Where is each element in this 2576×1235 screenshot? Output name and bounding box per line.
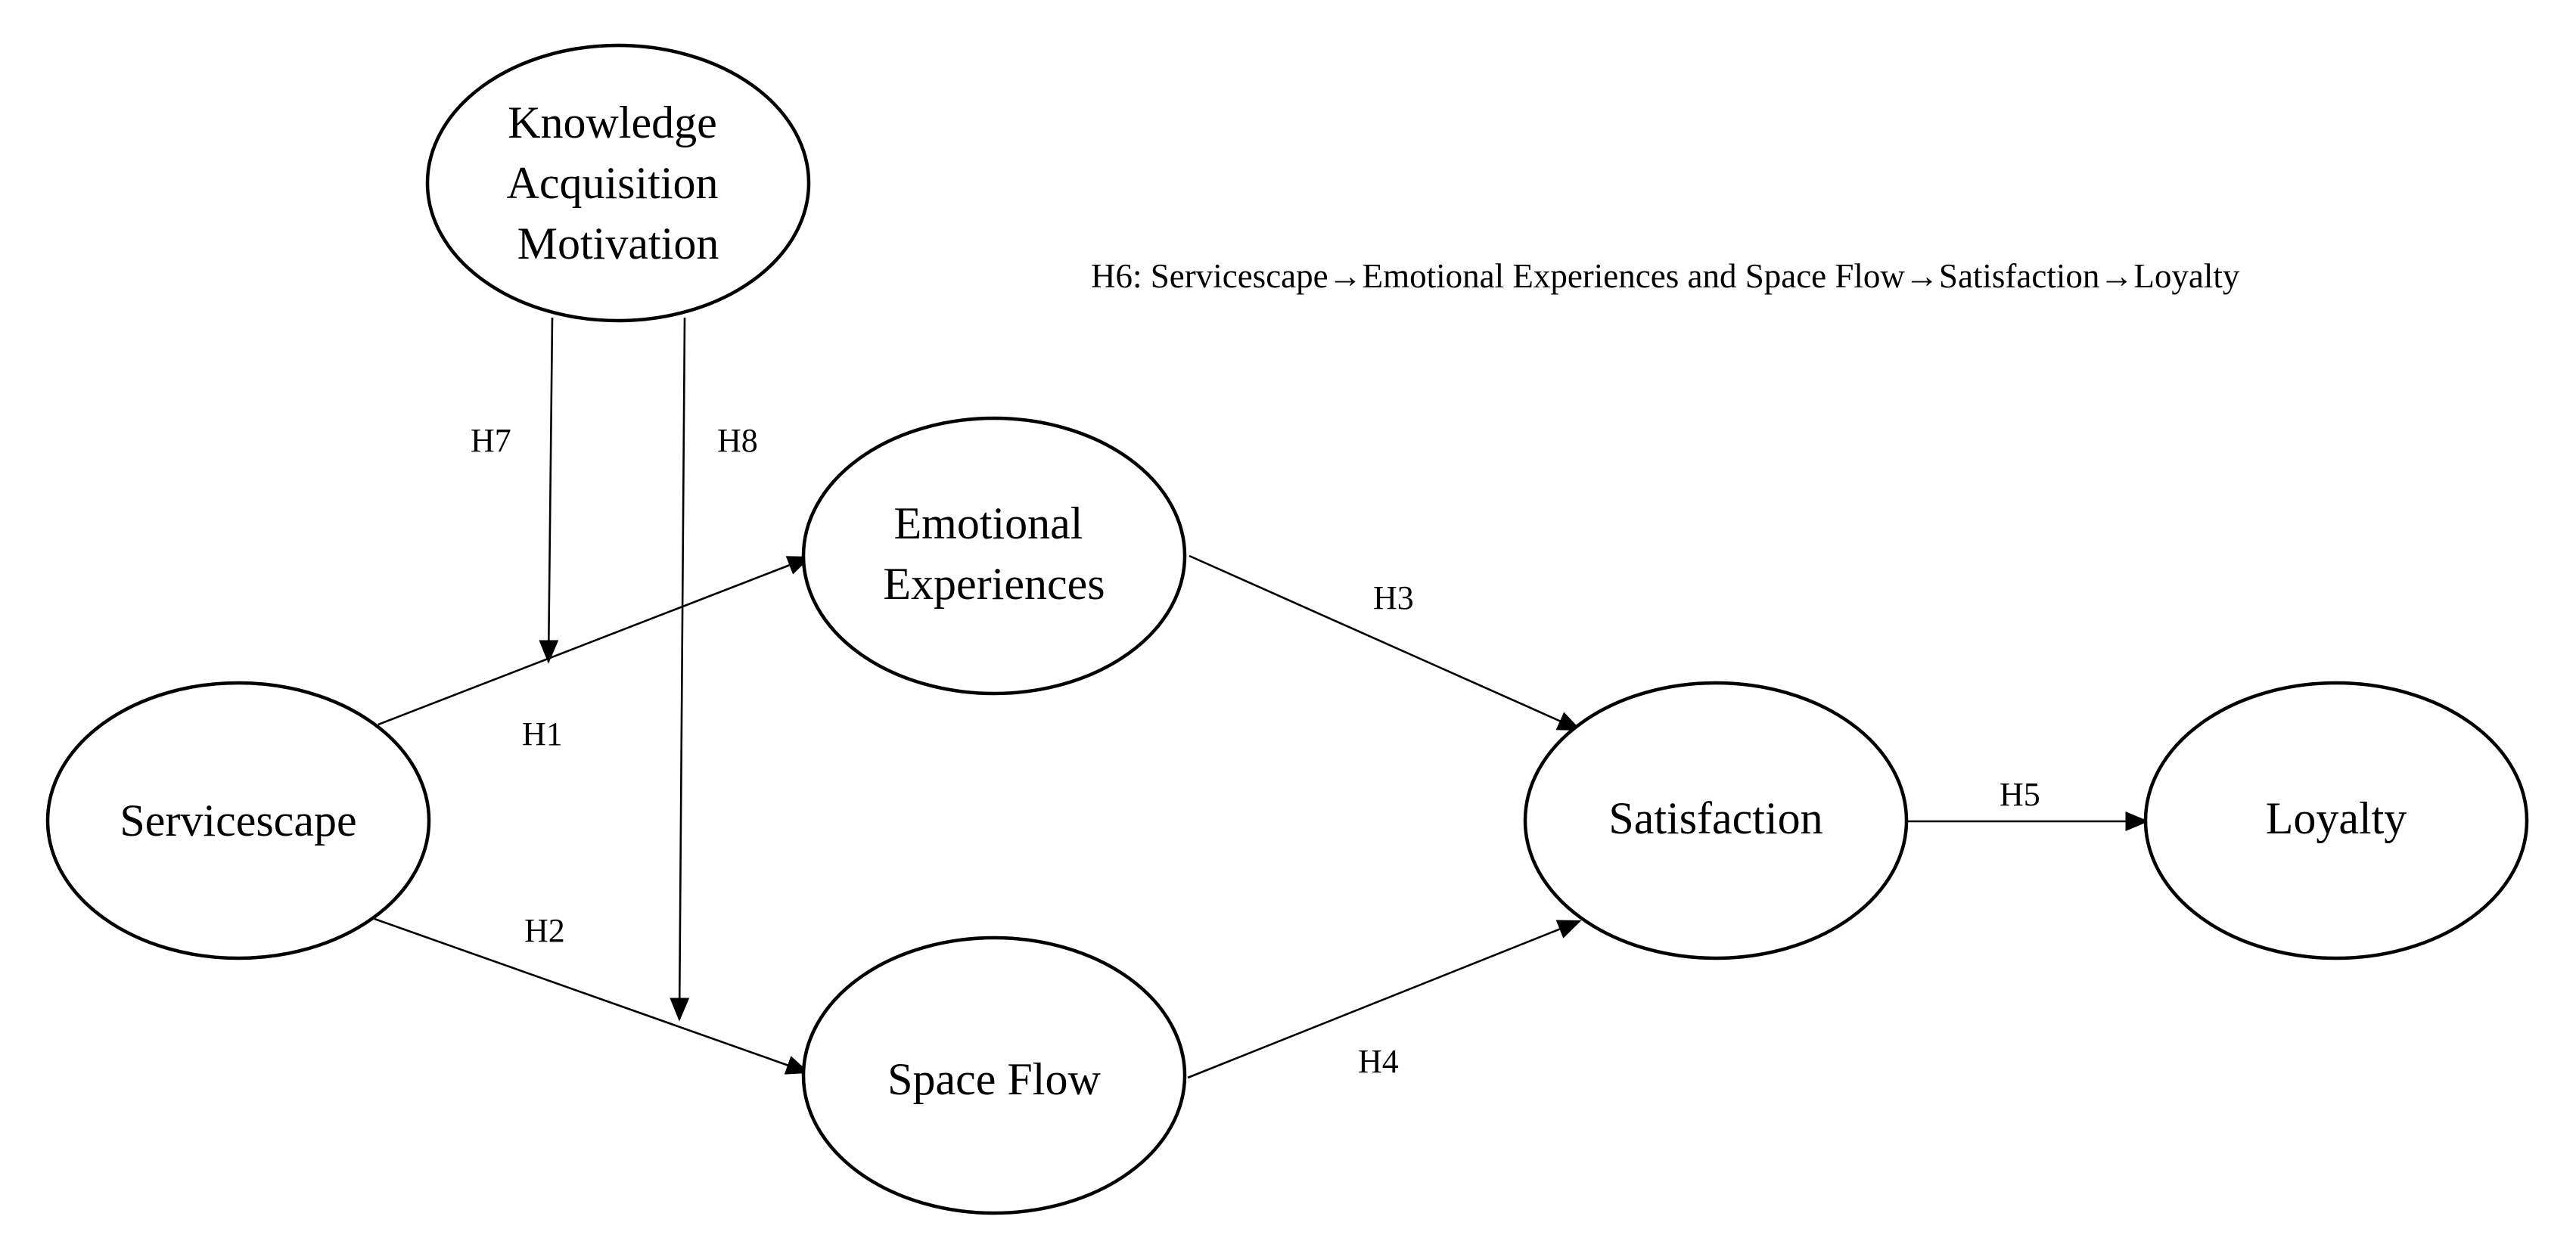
edge-h1-arrow [378,556,812,726]
node-space-flow: Space Flow [801,936,1187,1215]
svg-text:Space Flow: Space Flow [887,1054,1101,1104]
edge-h8-arrow [670,317,690,1022]
node-label-satisfaction: Satisfaction [1608,793,1822,843]
edge-label-h5: H5 [2000,776,2040,813]
svg-text:Servicescape: Servicescape [120,796,356,846]
edge-h7-arrow [539,317,559,664]
node-label-loyalty: Loyalty [2266,793,2407,843]
edge-h3-arrow [1189,554,1582,731]
node-label-knowledge-line-1: Knowledge [508,98,717,147]
svg-text:Satisfaction: Satisfaction [1608,793,1822,843]
edge-label-h8: H8 [717,422,758,459]
node-knowledge-acquisition-motivation: Knowledge Acquisition Motivation [425,43,811,323]
svg-text:Emotional Experiences: Emotional Experiences [883,498,1105,609]
edge-label-h1: H1 [522,715,563,752]
node-loyalty: Loyalty [2143,681,2529,960]
node-satisfaction: Satisfaction [1523,681,1909,960]
svg-text:Loyalty: Loyalty [2266,793,2407,843]
node-label-knowledge-line-2: Acquisition [507,158,719,208]
edge-label-h7: H7 [471,422,511,459]
node-label-emotional-line-2: Experiences [883,559,1105,609]
edge-label-h3: H3 [1373,579,1414,616]
edge-h4-arrow [1187,920,1582,1079]
edge-h2-arrow [374,917,810,1075]
svg-text:Knowledge Acquisition: Knowledge Acquisition Motivation [507,98,730,268]
node-label-space-flow: Space Flow [887,1054,1101,1104]
edge-label-h2: H2 [524,912,565,949]
node-servicescape: Servicescape [45,681,431,960]
node-label-emotional-line-1: Emotional [894,498,1083,548]
edge-label-h4: H4 [1358,1043,1399,1080]
h6-note: H6: Servicescape→Emotional Experiences a… [1091,257,2240,295]
node-emotional-experiences: Emotional Experiences [801,416,1187,696]
node-label-knowledge-line-3: Motivation [517,219,719,268]
node-label-servicescape: Servicescape [120,796,356,846]
